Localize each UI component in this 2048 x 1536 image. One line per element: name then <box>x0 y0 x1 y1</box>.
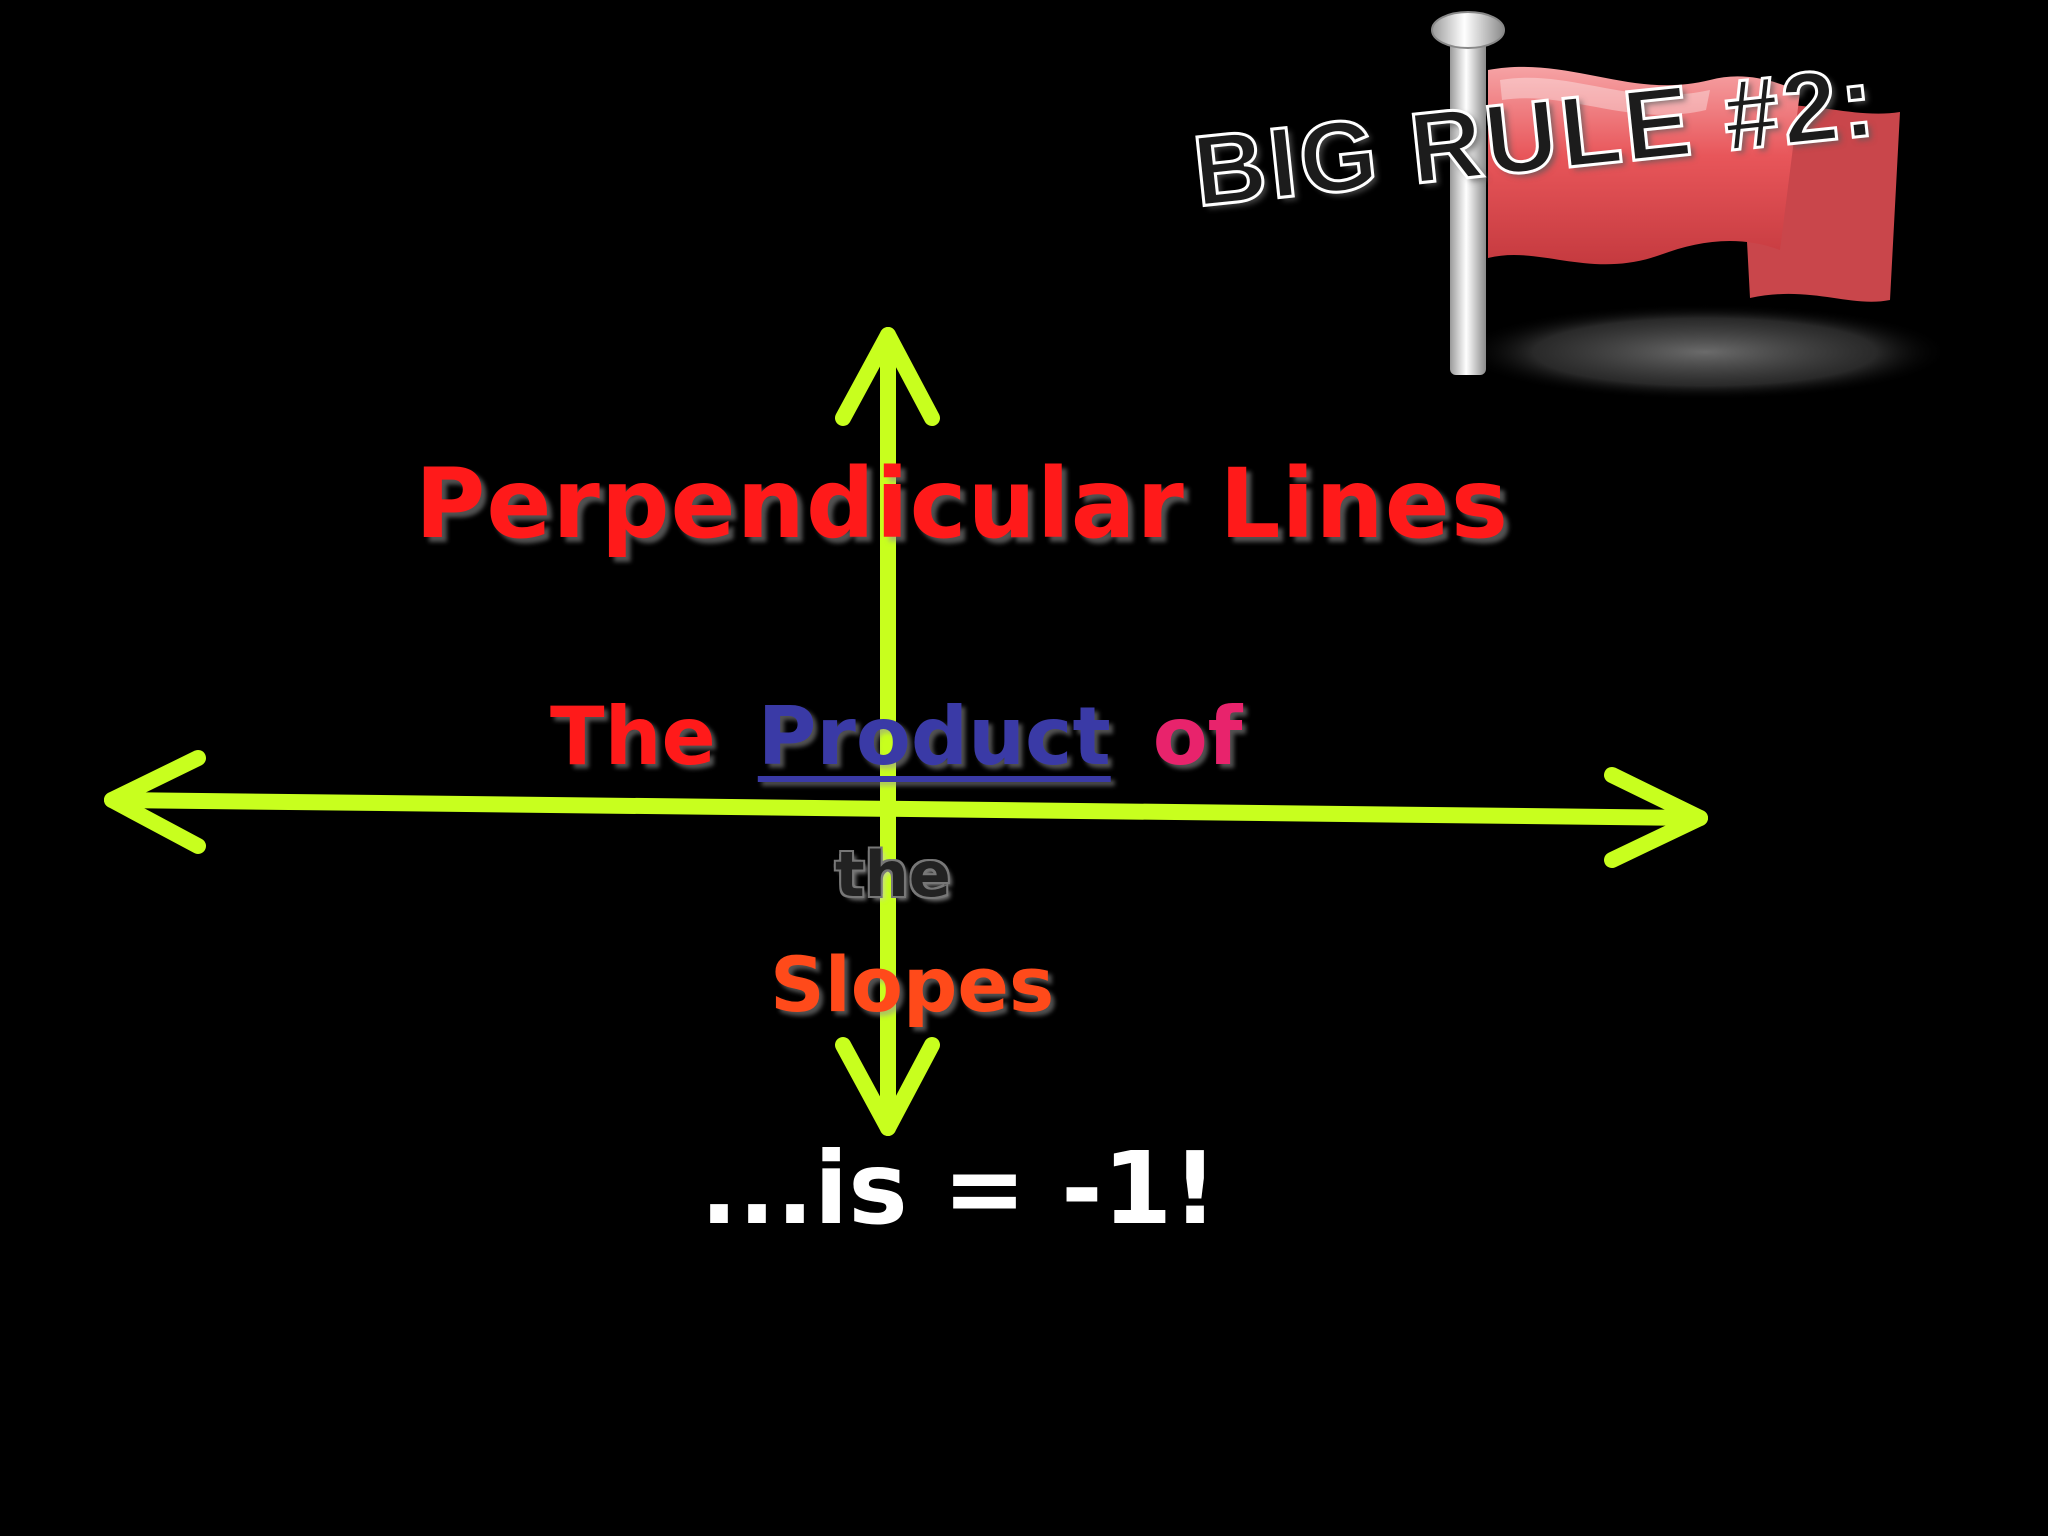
word-the-lowercase: the <box>835 838 951 911</box>
word-product: Product <box>757 690 1111 783</box>
flag-pole-finial <box>1431 11 1505 49</box>
result-text: ...is = -1! <box>700 1130 1218 1247</box>
word-slopes: Slopes <box>770 940 1055 1029</box>
horizontal-axis-left-arrowhead <box>104 750 206 854</box>
word-of: of <box>1152 690 1243 783</box>
vertical-axis-top-arrowhead <box>835 327 940 426</box>
horizontal-axis-right-arrowhead <box>1604 767 1708 868</box>
slide-title: Perpendicular Lines <box>415 448 1509 560</box>
horizontal-axis-line <box>104 792 1708 826</box>
vertical-axis-bottom-arrowhead <box>835 1037 940 1136</box>
flag-cloth-highlight <box>1500 77 1710 115</box>
red-flag-icon <box>1431 11 1940 400</box>
flag-shadow <box>1460 304 1940 400</box>
flag-cloth-front <box>1488 66 1800 265</box>
word-the: The <box>550 690 716 783</box>
product-of-line: The Product of <box>550 690 1284 783</box>
flag-pole <box>1450 30 1486 375</box>
